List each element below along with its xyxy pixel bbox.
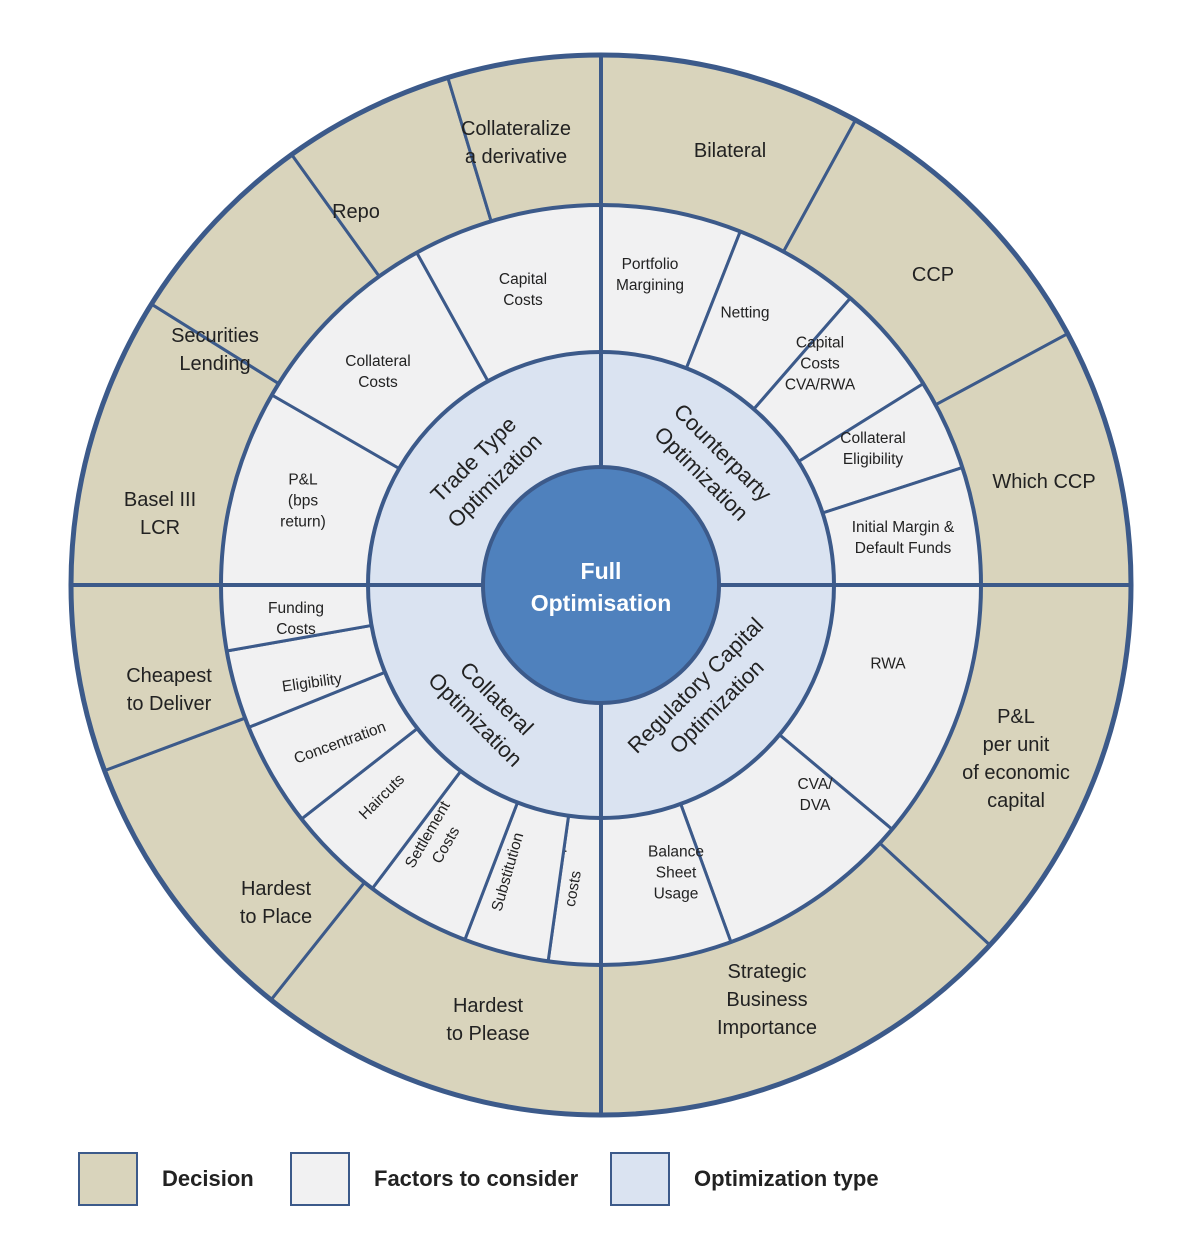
factor-ring: PortfolioMarginingNettingCapitalCostsCVA…: [219, 203, 983, 967]
factor-label-rwa: RWA: [870, 656, 906, 673]
decision-label-cheapest-to-deliver-line: Cheapest: [126, 665, 212, 687]
decision-label-cheapest-to-deliver: Cheapest to Deliver: [126, 665, 212, 715]
factor-label-capital-costs-cva-rwa-line: Capital: [796, 335, 844, 352]
decision-label-hardest-to-place-line: to Place: [240, 906, 312, 928]
factor-label-capital-costs-cva-rwa-line: Costs: [800, 356, 840, 373]
decision-label-bilateral: Bilateral: [694, 140, 766, 162]
factor-label-balance-sheet-usage-line: Balance: [648, 844, 704, 861]
decision-label-which-ccp-line: Which CCP: [992, 471, 1095, 493]
factor-label-initial-margin-default-funds-line: Default Funds: [855, 540, 952, 557]
legend-label-decision: Decision: [162, 1166, 254, 1191]
center-label-line2: Optimisation: [531, 590, 672, 616]
decision-label-ccp-line: CCP: [912, 264, 954, 286]
decision-label-p-l-per-unit-of-economic-capital-line: per unit: [983, 734, 1050, 756]
factor-label-cva-dva: CVA/DVA: [797, 776, 833, 814]
decision-label-p-l-per-unit-of-economic-capital-line: P&L: [997, 706, 1035, 728]
decision-inner-rim: [219, 203, 983, 967]
decision-label-basel-iii-lcr: Basel III LCR: [124, 489, 196, 539]
factor-label-p-l-bps-return: P&L (bps return): [280, 472, 326, 531]
factor-label-collateral-costs-line: Costs: [358, 374, 398, 391]
decision-label-ccp: CCP: [912, 264, 954, 286]
decision-label-hardest-to-place: Hardest to Place: [240, 878, 312, 928]
decision-label-securities-lending-line: Lending: [179, 353, 250, 375]
factor-label-p-l-bps-return-line: (bps: [288, 493, 318, 510]
decision-label-hardest-to-please: Hardest to Please: [446, 995, 529, 1045]
factor-label-initial-margin-default-funds-line: Initial Margin &: [852, 519, 955, 536]
decision-label-repo-line: Repo: [332, 201, 380, 223]
decision-label-collateralize-a-derivative: Collateralize a derivative: [461, 118, 571, 168]
legend-label-factors: Factors to consider: [374, 1166, 579, 1191]
factor-label-portfolio-margining-line: Margining: [616, 277, 684, 294]
factor-label-cva-dva-line: DVA: [800, 797, 831, 814]
decision-label-hardest-to-place-line: Hardest: [241, 878, 311, 900]
decision-label-securities-lending-line: Securities: [171, 325, 259, 347]
decision-label-bilateral-line: Bilateral: [694, 140, 766, 162]
decision-label-collateralize-a-derivative-line: a derivative: [465, 146, 567, 168]
factor-label-funding-costs-line: Funding: [268, 600, 324, 617]
factor-label-p-l-bps-return-line: P&L: [288, 472, 318, 489]
legend-swatch-factors: [290, 1152, 350, 1206]
decision-label-strategic-business-importance-line: Business: [726, 989, 807, 1011]
factor-label-collateral-eligibility-line: Collateral: [840, 430, 905, 447]
decision-label-basel-iii-lcr-line: LCR: [140, 517, 180, 539]
factor-label-capital-costs-cva-rwa-line: CVA/RWA: [785, 377, 856, 394]
factor-label-balance-sheet-usage-line: Usage: [654, 886, 699, 903]
legend-swatch-decision: [78, 1152, 138, 1206]
legend-swatch-optimization-type: [610, 1152, 670, 1206]
decision-label-basel-iii-lcr-line: Basel III: [124, 489, 196, 511]
decision-label-p-l-per-unit-of-economic-capital: P&L per unit of economic capital: [962, 706, 1070, 812]
factor-label-netting-line: Netting: [720, 305, 769, 322]
decision-label-strategic-business-importance-line: Strategic: [728, 961, 807, 983]
factor-label-portfolio-margining-line: Portfolio: [622, 256, 679, 273]
decision-label-hardest-to-please-line: to Please: [446, 1023, 529, 1045]
factor-inner-rim: [366, 350, 836, 820]
factor-label-collateral-eligibility-line: Eligibility: [843, 451, 904, 468]
decision-label-p-l-per-unit-of-economic-capital-line: of economic: [962, 762, 1070, 784]
decision-label-hardest-to-please-line: Hardest: [453, 995, 523, 1017]
factor-label-relationship-costs-line: costs: [562, 869, 585, 908]
factor-label-capital-costs-line: Costs: [503, 292, 543, 309]
factor-label-balance-sheet-usage-line: Sheet: [656, 865, 697, 882]
quadrant-dividers: [68, 52, 1134, 1118]
legend-label-optimization-type: Optimization type: [694, 1166, 879, 1191]
decision-label-repo: Repo: [332, 201, 380, 223]
factor-label-capital-costs-line: Capital: [499, 271, 547, 288]
center-circle: [481, 465, 721, 705]
factor-label-cva-dva-line: CVA/: [797, 776, 833, 793]
factor-label-funding-costs-line: Costs: [276, 621, 316, 638]
factor-label-initial-margin-default-funds: Initial Margin & Default Funds: [852, 519, 955, 557]
decision-label-which-ccp: Which CCP: [992, 471, 1095, 493]
decision-label-cheapest-to-deliver-line: to Deliver: [127, 693, 212, 715]
factor-label-rwa-line: RWA: [870, 656, 906, 673]
decision-label-collateralize-a-derivative-line: Collateralize: [461, 118, 571, 140]
decision-label-p-l-per-unit-of-economic-capital-line: capital: [987, 790, 1045, 812]
center-hub: Full Optimisation: [481, 465, 721, 705]
factor-label-netting: Netting: [720, 305, 769, 322]
outer-rim: [68, 52, 1134, 1118]
legend: Decision Factors to consider Optimizatio…: [0, 1152, 1200, 1222]
factor-label-p-l-bps-return-line: return): [280, 514, 326, 531]
decision-label-strategic-business-importance-line: Importance: [717, 1017, 817, 1039]
center-label-line1: Full: [581, 558, 622, 584]
factor-label-collateral-costs-line: Collateral: [345, 353, 410, 370]
